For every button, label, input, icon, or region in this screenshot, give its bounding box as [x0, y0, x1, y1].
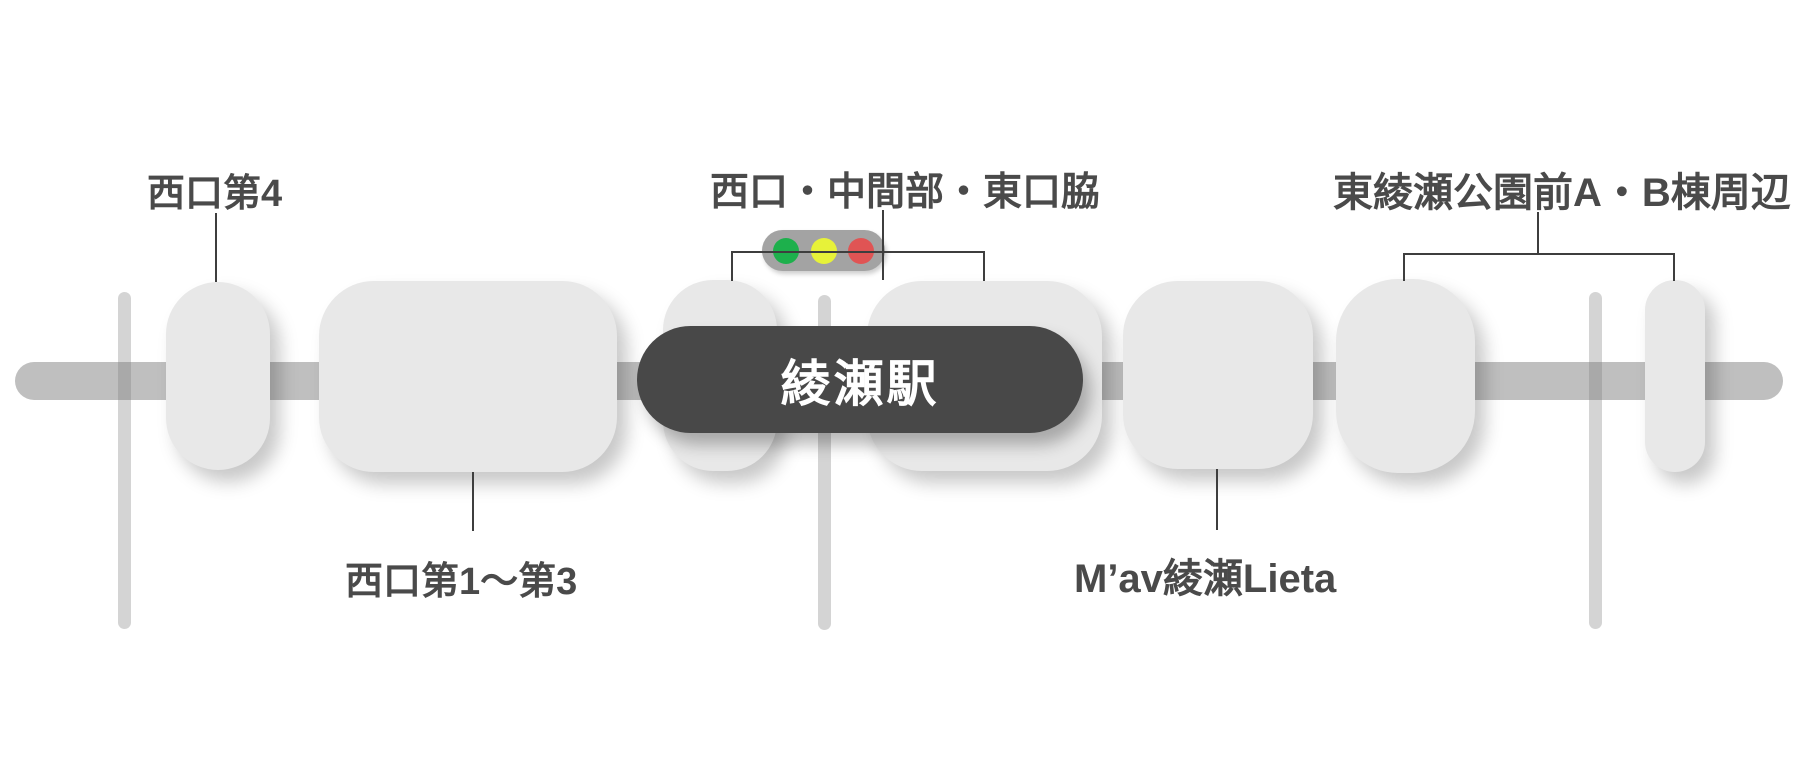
area-west4-shape: [166, 282, 270, 470]
area-east-park-a-shape: [1336, 279, 1475, 473]
traffic-light-icon: [762, 230, 885, 271]
connector-east-drop-left: [1403, 253, 1405, 281]
area-west1-3-shape: [319, 281, 617, 472]
area-east-park-b-shape: [1645, 280, 1705, 472]
road-west: [118, 292, 131, 629]
yellow-light-icon: [810, 237, 837, 264]
connector-west1-3: [472, 472, 474, 531]
red-light-icon: [848, 237, 874, 264]
green-light-icon: [773, 237, 799, 264]
connector-center-drop-right: [983, 251, 985, 281]
label-west1-3: 西口第1～第3: [345, 561, 578, 603]
label-west4: 西口第4: [147, 173, 283, 215]
label-east-park: 東綾瀬公園前A・B棟周辺: [1333, 171, 1791, 215]
road-east: [1589, 292, 1602, 629]
label-mav: M’av綾瀬Lieta: [1074, 557, 1337, 601]
area-mav-shape: [1123, 281, 1313, 469]
station-name-pill: 綾瀬駅: [637, 326, 1083, 433]
connector-mav: [1216, 469, 1218, 530]
station-name: 綾瀬駅: [780, 355, 940, 412]
connector-center-stem: [882, 210, 884, 280]
connector-center-drop-left: [731, 251, 733, 281]
label-center: 西口・中間部・東口脇: [710, 171, 1101, 214]
connector-center-bracket: [731, 251, 985, 253]
connector-east-bracket: [1403, 253, 1675, 255]
connector-west4: [215, 213, 217, 282]
connector-east-drop-right: [1673, 253, 1675, 281]
connector-east-stem: [1537, 212, 1539, 255]
